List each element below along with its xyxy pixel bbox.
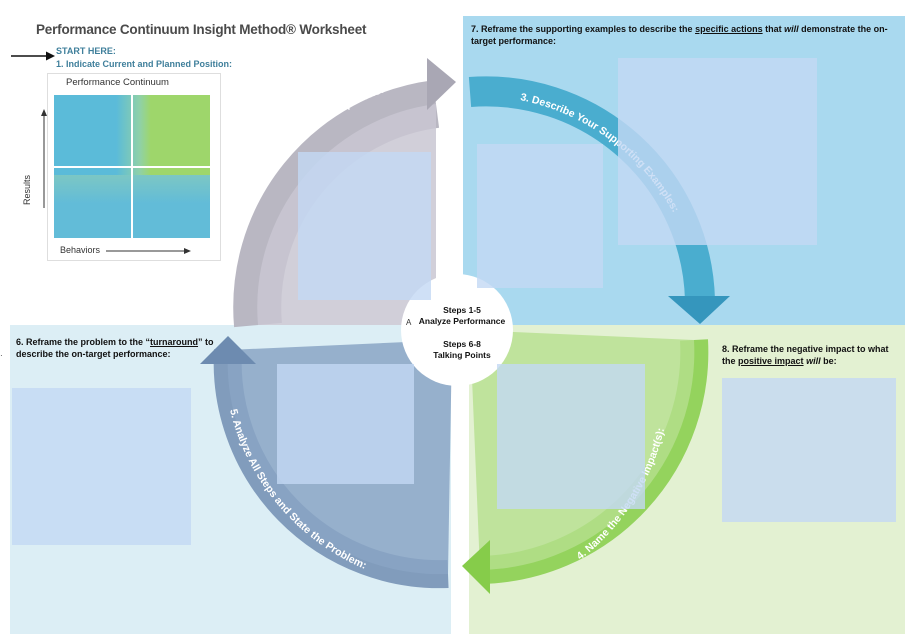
step3-input-box[interactable] (477, 144, 603, 288)
center-line1: Steps 1-5 (443, 305, 481, 315)
start-here-label: START HERE: (56, 46, 116, 56)
arc-step2-arrowhead (427, 58, 456, 110)
center-line4: Talking Points (433, 350, 491, 360)
step6-text-before: 6. Reframe the problem to the “ (16, 337, 151, 347)
step4-input-box[interactable] (497, 364, 645, 509)
step7-text-italic: will (784, 24, 799, 34)
step7-input-box[interactable] (618, 58, 817, 245)
step1-label: 1. Indicate Current and Planned Position… (56, 59, 233, 69)
arrow-right-icon (11, 51, 55, 61)
step6-instruction: 6. Reframe the problem to the “turnaroun… (16, 336, 246, 360)
center-stray-letter: A (406, 318, 412, 327)
step7-text-underline: specific actions (695, 24, 763, 34)
arc-step3-arrowhead (668, 296, 730, 324)
x-axis-label: Behaviors (60, 245, 101, 255)
center-line3: Steps 6-8 (443, 339, 481, 349)
step8-text-after: be: (820, 356, 837, 366)
center-legend: Steps 1-5 Analyze Performance Steps 6-8 … (402, 305, 522, 361)
matrix-divider-horizontal (54, 166, 210, 168)
step8-input-box[interactable] (722, 378, 896, 522)
worksheet-title: Performance Continuum Insight Method® Wo… (36, 22, 367, 37)
step6-input-box[interactable] (12, 388, 191, 545)
step2-input-box[interactable] (298, 152, 431, 300)
matrix-title: Performance Continuum (66, 77, 169, 88)
step8-text-italic: will (806, 356, 821, 366)
step8-text-before: 8. Reframe the negative impact to what t… (722, 344, 889, 366)
x-axis-arrow-icon (106, 248, 191, 254)
step6-text-after: ” to describe the on-target performance: (16, 337, 214, 359)
arc-step4-arrowhead (462, 540, 490, 594)
step7-text-middle: that (762, 24, 785, 34)
step8-text-underline: positive impact (738, 356, 804, 366)
step7-text-before: 7. Reframe the supporting examples to de… (471, 24, 696, 34)
side-mark: · (0, 351, 3, 360)
step7-text-after: demonstrate the on-target performance: (471, 24, 888, 46)
center-circle (401, 274, 513, 386)
arc-step5-arrowhead (200, 336, 256, 364)
step8-instruction: 8. Reframe the negative impact to what t… (722, 343, 902, 367)
step6-text-underline: turnaround (150, 337, 199, 347)
step7-instruction: 7. Reframe the supporting examples to de… (471, 23, 896, 47)
step5-input-box[interactable] (277, 364, 414, 484)
y-axis-arrow-icon (41, 109, 47, 208)
center-line2: Analyze Performance (418, 316, 506, 326)
